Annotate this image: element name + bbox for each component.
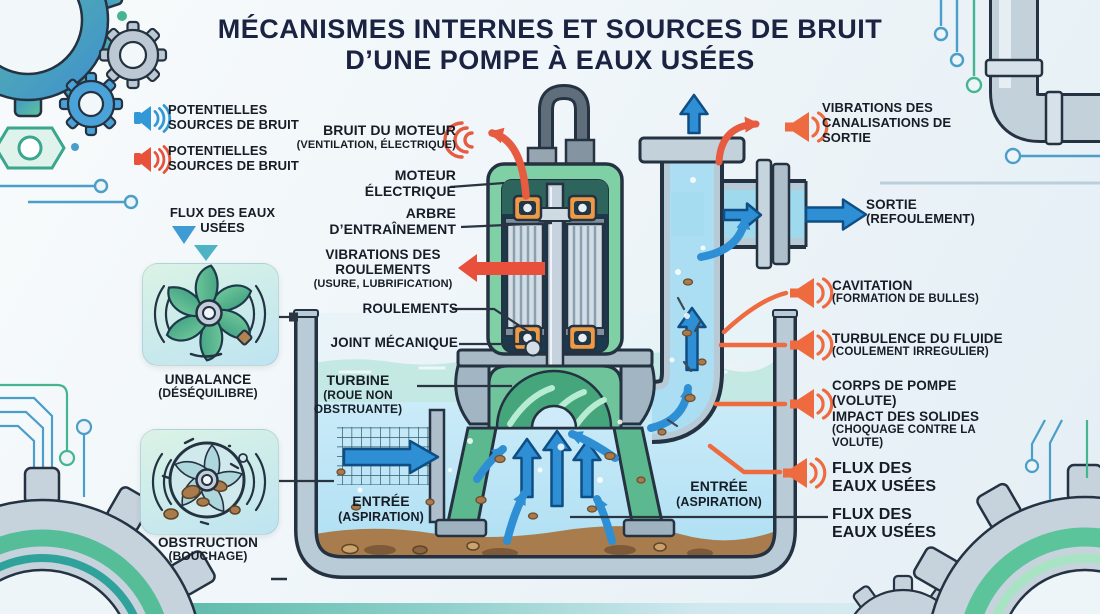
volute-line1: CORPS DE POMPE (VOLUTE) xyxy=(832,378,957,409)
pipe-topright-icon xyxy=(984,0,1100,146)
dot-decoration xyxy=(71,143,79,151)
circuit-traces-left xyxy=(0,383,188,605)
bruit-moteur-title: BRUIT DU MOTEUR xyxy=(323,122,456,138)
bruit-moteur-subtitle: (VENTILATION, ÉLECTRIQUE) xyxy=(296,138,456,151)
roulements-title: ROULEMENTS xyxy=(362,301,458,316)
leader-lines xyxy=(277,181,828,519)
vent-up-arrow xyxy=(679,93,709,135)
card-obstruction-subtitle: (BOUCHAGE) xyxy=(168,549,248,564)
circuit-traces-topleft xyxy=(0,178,139,210)
gear-large-bottomleft-icon xyxy=(0,466,219,614)
label-entree-gauche: ENTRÉE (ASPIRATION) xyxy=(322,493,440,524)
card-obstruction xyxy=(140,429,279,535)
label-arbre: ARBRE D’ENTRAÎNEMENT xyxy=(304,205,456,238)
impeller-eye xyxy=(530,404,578,430)
speaker-blue-icon xyxy=(132,104,172,133)
volute-subtitle: (CHOQUAGE CONTRE LA VOLUTE) xyxy=(832,424,976,450)
circuit-traces-topright xyxy=(933,0,1100,165)
pump-handle xyxy=(526,83,596,170)
label-moteur-electrique: MOTEUR ÉLECTRIQUE xyxy=(350,167,456,200)
sortie-subtitle: (REFOULEMENT) xyxy=(866,211,975,227)
outlet-flow-arrow xyxy=(804,198,868,231)
flow-triangle-icon xyxy=(172,226,196,244)
card-obstruction-title: OBSTRUCTION xyxy=(157,535,259,550)
label-sortie: SORTIE (REFOULEMENT) xyxy=(866,197,996,227)
card-unbalance-title: UNBALANCE xyxy=(164,372,252,387)
card-obstruction-label: OBSTRUCTION (BOUCHAGE) xyxy=(132,535,284,564)
label-cavitation: CAVITATION (FORMATION DE BULLES) xyxy=(832,278,1002,306)
card-unbalance-subtitle: (DÉSÉQUILIBRE) xyxy=(158,386,258,401)
flow-arrows xyxy=(336,93,868,545)
turbulence-title: TURBULENCE DU FLUIDE xyxy=(832,331,1003,346)
circuit-traces-bottomright xyxy=(1024,419,1089,500)
label-volute: CORPS DE POMPE (VOLUTE) IMPACT DES SOLID… xyxy=(832,378,982,450)
gear-large-bottomright-icon xyxy=(910,463,1100,614)
sortie-title: SORTIE xyxy=(866,197,917,212)
card-unbalance xyxy=(142,261,279,366)
cavitation-title: CAVITATION xyxy=(832,278,913,293)
entree-gauche-subtitle: (ASPIRATION) xyxy=(338,509,424,524)
joint-title: JOINT MÉCANIQUE xyxy=(330,335,458,350)
bearing-vibration-arrow xyxy=(458,254,545,282)
speaker-red-icon xyxy=(132,145,172,174)
label-vibrations-roulements: VIBRATIONS DES ROULEMENTS (USURE, LUBRIF… xyxy=(302,247,464,290)
turbine-title: TURBINE xyxy=(326,372,390,388)
impeller-unbalance-icon xyxy=(153,261,267,365)
label-canalisations: VIBRATIONS DES CANALISATIONS DE SORTIE xyxy=(822,100,952,145)
pipe-flange xyxy=(755,158,791,270)
vib-roulements-title: VIBRATIONS DES ROULEMENTS xyxy=(325,247,441,278)
card-unbalance-label: UNBALANCE (DÉSÉQUILIBRE) xyxy=(132,372,284,401)
label-entree-droite: ENTRÉE (ASPIRATION) xyxy=(660,478,778,509)
noise-horn-cavitation-icon xyxy=(788,276,834,310)
title-line2: D’UNE POMPE À EAUX USÉES xyxy=(345,45,755,75)
page-title: MÉCANISMES INTERNES ET SOURCES DE BRUIT … xyxy=(0,14,1100,76)
volute-line2: IMPACT DES SOLIDES xyxy=(832,408,980,424)
turbulence-subtitle: (COULEMENT IRREGULIER) xyxy=(832,346,989,359)
circuit-node-topleft-icon xyxy=(0,126,66,170)
pump-legs xyxy=(434,426,676,538)
legend-red-label: POTENTIELLES SOURCES DE BRUIT xyxy=(168,143,299,173)
label-flux-2: FLUX DES EAUX USÉES xyxy=(832,506,937,542)
gear-large-topleft-icon xyxy=(0,0,125,118)
mechanical-seal xyxy=(524,339,542,357)
bottom-accent-bar xyxy=(88,603,1100,614)
pipe-vibration-arrow xyxy=(715,116,760,166)
flow-triangle-icon xyxy=(194,245,218,261)
entree-gauche-title: ENTRÉE xyxy=(352,493,410,509)
gear-gray-topleft-icon xyxy=(98,20,168,90)
label-roulements: ROULEMENTS xyxy=(338,301,458,316)
label-bruit-moteur: BRUIT DU MOTEUR (VENTILATION, ÉLECTRIQUE… xyxy=(288,122,456,151)
arbre-title: ARBRE D’ENTRAÎNEMENT xyxy=(329,205,456,237)
title-line1: MÉCANISMES INTERNES ET SOURCES DE BRUIT xyxy=(217,14,883,44)
label-joint-mecanique: JOINT MÉCANIQUE xyxy=(312,335,458,350)
impeller-clogged-icon xyxy=(151,437,267,526)
noise-horn-canalisations-icon xyxy=(783,110,829,144)
moteur-title: MOTEUR ÉLECTRIQUE xyxy=(364,167,456,199)
legend-blue-label: POTENTIELLES SOURCES DE BRUIT xyxy=(168,102,299,132)
inlet-flow-arrow xyxy=(342,439,440,475)
noise-indicators xyxy=(443,110,834,490)
label-turbulence: TURBULENCE DU FLUIDE (COULEMENT IRREGULI… xyxy=(832,331,1007,359)
label-turbine: TURBINE (ROUE NON OBSTRUANTE) xyxy=(302,372,414,416)
bearings xyxy=(512,194,598,352)
cavitation-subtitle: (FORMATION DE BULLES) xyxy=(832,293,979,306)
gear-small-bottomright-icon xyxy=(851,574,955,614)
riser-top-flange xyxy=(638,136,746,164)
submersible-pump xyxy=(434,83,676,538)
gear-blue-topleft-icon xyxy=(58,71,124,137)
entree-droite-subtitle: (ASPIRATION) xyxy=(676,494,762,509)
motor-noise-arcs-icon xyxy=(443,121,474,159)
label-flux-1: FLUX DES EAUX USÉES xyxy=(832,460,937,496)
suspended-debris xyxy=(336,278,707,520)
motor-noise-arrow xyxy=(488,127,530,200)
dot-decoration xyxy=(117,11,127,21)
vib-roulements-subtitle: (USURE, LUBRIFICATION) xyxy=(313,277,453,290)
entree-droite-title: ENTRÉE xyxy=(690,478,748,494)
legend-flow-label: FLUX DES EAUX USÉES xyxy=(169,205,276,235)
turbine-subtitle: (ROUE NON OBSTRUANTE) xyxy=(313,387,403,416)
volute xyxy=(454,364,656,430)
